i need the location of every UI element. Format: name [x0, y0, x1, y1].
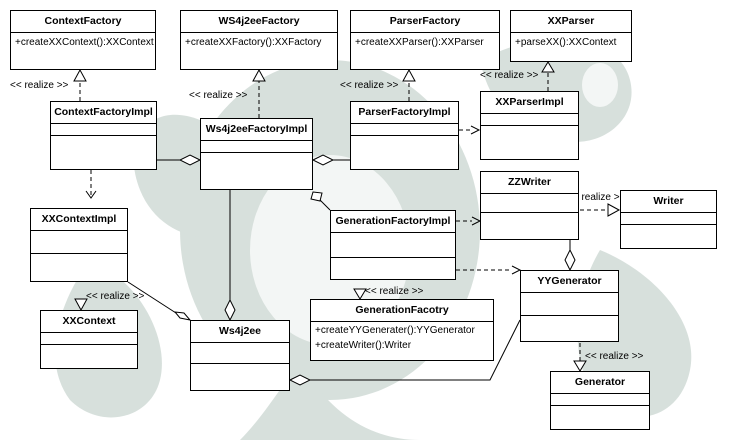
class-ws4j2ee[interactable]: Ws4j2ee — [190, 320, 290, 391]
class-attributes — [41, 333, 137, 345]
realize-label: << realize >> — [10, 80, 69, 91]
class-attributes — [551, 394, 649, 406]
realize-label: << realize >> — [567, 192, 626, 203]
class-xx-context[interactable]: XXContext — [40, 310, 138, 369]
class-name: ContextFactoryImpl — [51, 102, 156, 124]
class-name: XXContext — [41, 311, 137, 333]
class-name: ParserFactoryImpl — [351, 102, 458, 124]
class-name: ContextFactory — [11, 11, 155, 33]
class-name: Writer — [621, 191, 716, 213]
class-name: Ws4j2ee — [191, 321, 289, 343]
class-context-factory-impl[interactable]: ContextFactoryImpl — [50, 101, 157, 170]
class-context-factory[interactable]: ContextFactory +createXXContext():XXCont… — [10, 10, 156, 70]
class-name: Ws4j2eeFactoryImpl — [201, 119, 312, 141]
class-operation: +parseXX():XXContext — [515, 37, 617, 48]
class-xx-parser[interactable]: XXParser +parseXX():XXContext — [510, 10, 632, 62]
class-operation: +createXXContext():XXContext — [15, 37, 154, 48]
class-attributes — [481, 194, 578, 213]
class-name: GenerationFactoryImpl — [331, 211, 455, 233]
class-attributes — [331, 233, 455, 258]
class-name: WS4j2eeFactory — [181, 11, 337, 33]
realize-label: << realize >> — [365, 286, 424, 297]
class-attributes — [191, 343, 289, 364]
class-operation: +createXXFactory():XXFactory — [185, 37, 322, 48]
class-operation: +createWriter():Writer — [315, 340, 412, 351]
class-generation-facotry[interactable]: GenerationFacotry +createYYGenerater():Y… — [310, 299, 494, 361]
class-xx-parser-impl[interactable]: XXParserImpl — [480, 91, 579, 160]
realize-label: << realize >> — [340, 80, 399, 91]
class-yy-generator[interactable]: YYGenerator — [520, 270, 619, 342]
class-writer[interactable]: Writer — [620, 190, 717, 249]
class-attributes — [201, 141, 312, 153]
realize-label: << realize >> — [585, 351, 644, 362]
class-attributes — [521, 293, 618, 316]
realize-label: << realize >> — [189, 90, 248, 101]
class-attributes — [31, 231, 127, 254]
realize-label: << realize >> — [86, 291, 145, 302]
class-parser-factory[interactable]: ParserFactory +createXXParser():XXParser — [350, 10, 500, 70]
class-attributes — [51, 124, 156, 136]
class-operation: +createYYGenerater():YYGenerator — [315, 325, 475, 336]
class-parser-factory-impl[interactable]: ParserFactoryImpl — [350, 101, 459, 170]
class-generation-factory-impl[interactable]: GenerationFactoryImpl — [330, 210, 456, 280]
class-attributes — [481, 114, 578, 126]
realize-label: << realize >> — [480, 70, 539, 81]
class-ws4j2ee-factory[interactable]: WS4j2eeFactory +createXXFactory():XXFact… — [180, 10, 338, 70]
class-attributes — [351, 124, 458, 136]
class-generator[interactable]: Generator — [550, 371, 650, 430]
class-name: ParserFactory — [351, 11, 499, 33]
class-operation: +createXXParser():XXParser — [355, 37, 484, 48]
class-name: XXContextImpl — [31, 209, 127, 231]
class-ws4j2ee-factory-impl[interactable]: Ws4j2eeFactoryImpl — [200, 118, 313, 190]
class-name: Generator — [551, 372, 649, 394]
class-attributes — [621, 213, 716, 225]
class-name: YYGenerator — [521, 271, 618, 293]
class-name: ZZWriter — [481, 172, 578, 194]
class-name: XXParser — [511, 11, 631, 33]
class-zz-writer[interactable]: ZZWriter — [480, 171, 579, 240]
class-name: GenerationFacotry — [311, 300, 493, 322]
class-operations: +createYYGenerater():YYGenerator +create… — [311, 322, 493, 355]
class-name: XXParserImpl — [481, 92, 578, 114]
class-xx-context-impl[interactable]: XXContextImpl — [30, 208, 128, 282]
